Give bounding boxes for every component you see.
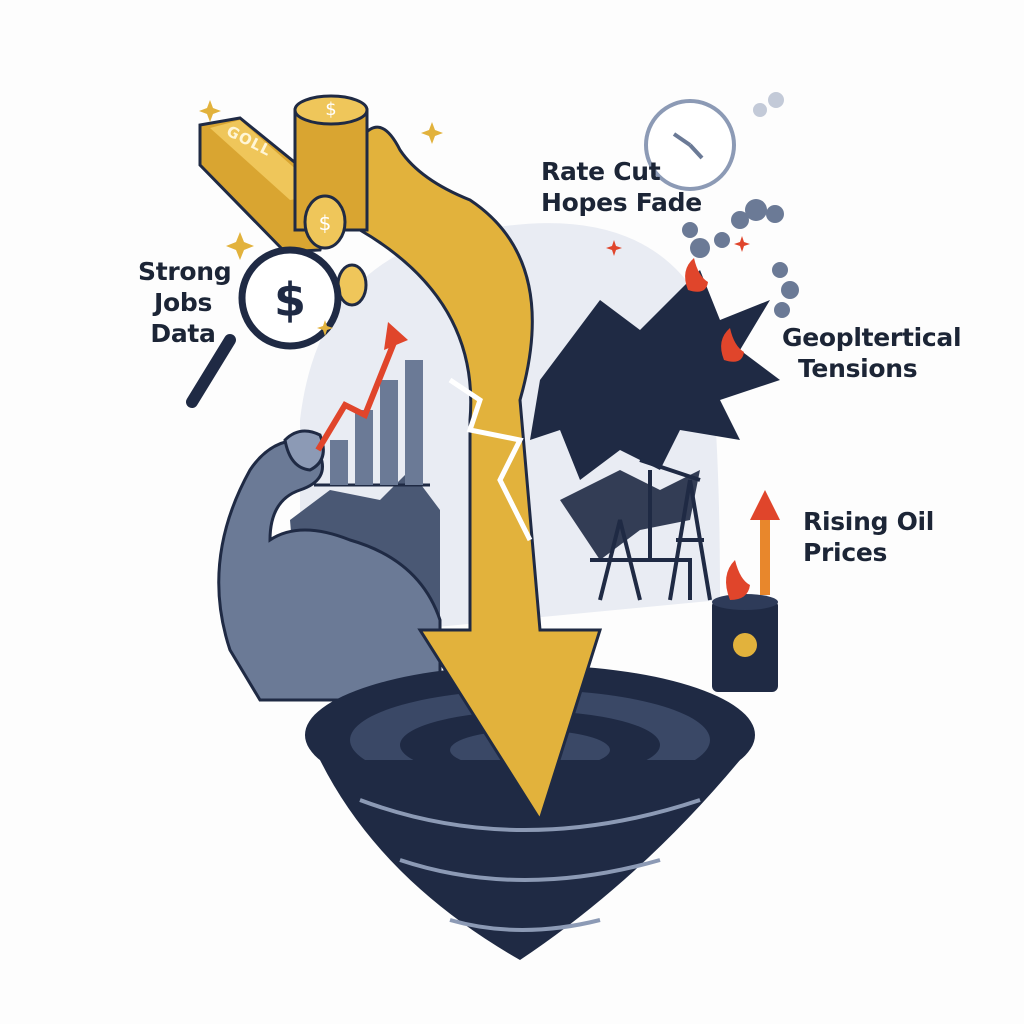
svg-text:$: $ [274, 273, 306, 327]
rising-chart-icon [314, 322, 430, 487]
oil-line1: Rising Oil [803, 507, 935, 536]
svg-text:$: $ [325, 99, 336, 120]
oil-prices-label: Rising Oil Prices [803, 506, 934, 568]
geopolitical-label: Geopltertical Tensions [782, 322, 962, 384]
oil-line2: Prices [803, 538, 888, 567]
down-arrow-icon [358, 125, 603, 824]
jobs-line1: Strong [138, 257, 232, 286]
coin-stack-icon: $ $ [293, 94, 369, 307]
geopolitical-line1: Geopltertical [782, 323, 962, 352]
jobs-data-label: Strong Jobs Data [138, 256, 232, 349]
rate-cut-line1: Rate Cut [541, 157, 661, 186]
red-sparkles [606, 236, 750, 256]
sparkle-icons [199, 100, 443, 336]
jobs-line2: Jobs [153, 288, 213, 317]
magnifier-dollar-icon: $ [186, 246, 342, 408]
flexed-arm-icon [217, 429, 442, 702]
rising-oil-arrow-icon [726, 490, 780, 600]
rate-cut-label: Rate Cut Hopes Fade [541, 156, 702, 218]
rate-cut-line2: Hopes Fade [541, 188, 702, 217]
smoke-icon [682, 92, 799, 318]
storm-cloud-icon [530, 270, 780, 560]
svg-text:$: $ [319, 211, 332, 235]
oil-pump-icon [590, 458, 712, 601]
geopolitical-line2: Tensions [798, 354, 918, 383]
clock-icon [644, 99, 736, 191]
jobs-line3: Data [150, 319, 216, 348]
flame-icon [685, 258, 744, 362]
oil-barrel-icon [712, 594, 778, 692]
